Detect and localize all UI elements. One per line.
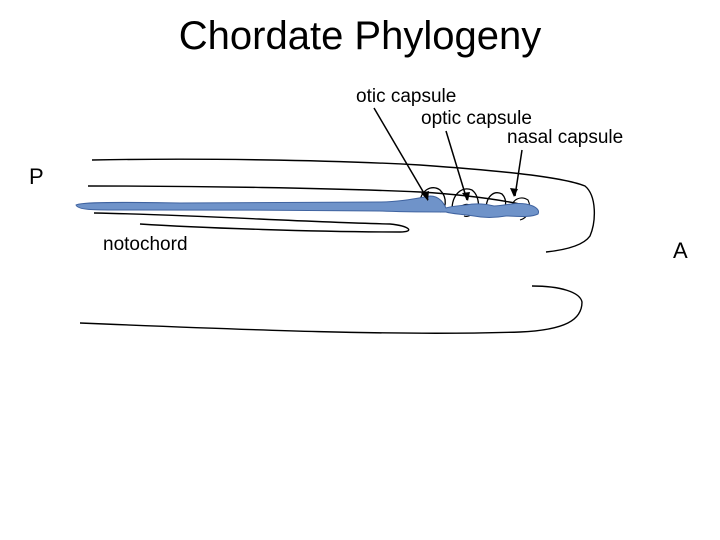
otic-arrowhead	[421, 191, 429, 201]
ventral-inner-outline	[93, 212, 410, 233]
optic-pointer-line	[445, 130, 468, 201]
gut-line	[87, 185, 521, 205]
otic-capsule-label: otic capsule	[356, 86, 457, 107]
notochord-shape	[75, 195, 539, 218]
notochord-label: notochord	[103, 234, 188, 255]
ventral-body-outline	[79, 285, 583, 334]
otic-pointer-line	[373, 107, 429, 201]
nasal-capsule-label: nasal capsule	[507, 127, 624, 148]
page-title: Chordate Phylogeny	[178, 14, 542, 58]
optic-capsule-label: optic capsule	[421, 108, 532, 129]
nasal-arrowhead	[510, 188, 518, 197]
optic-arrowhead	[462, 192, 470, 201]
posterior-label: P	[29, 164, 44, 189]
anterior-label: A	[673, 238, 688, 263]
nasal-pointer-line	[514, 149, 523, 197]
dorsal-body-outline	[91, 158, 595, 253]
